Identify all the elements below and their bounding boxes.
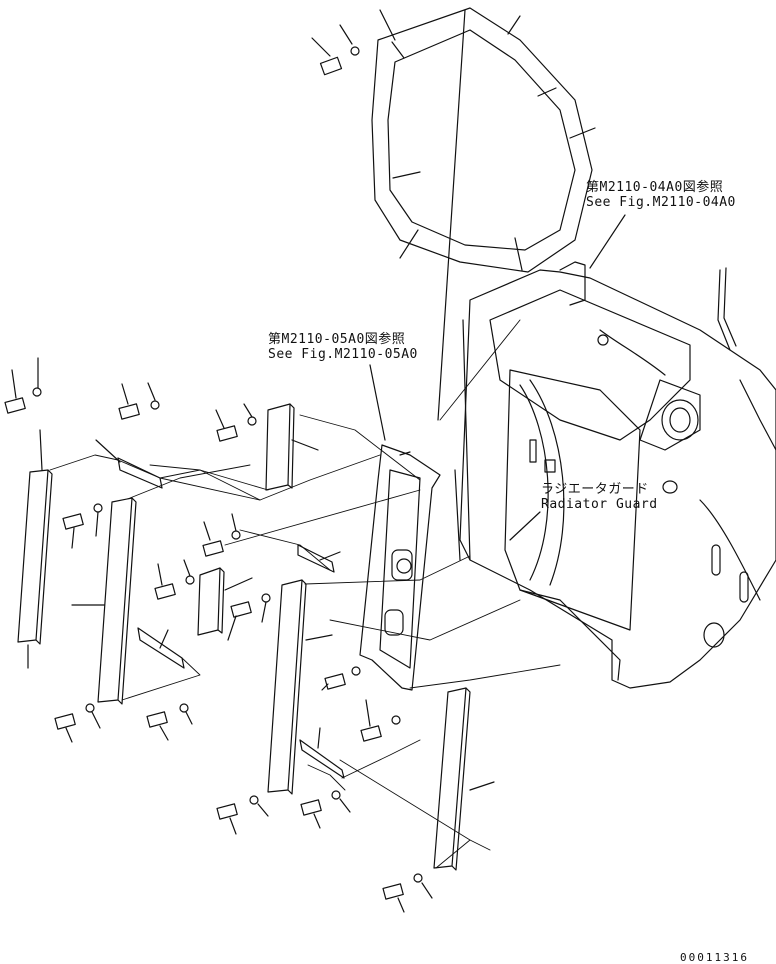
- guard-panel-2: [71, 497, 137, 705]
- fan-shroud-figure-ref: 第M2110-04A0図参照 See Fig.M2110-04A0: [586, 180, 736, 210]
- radiator-frame: [454, 261, 776, 689]
- ref-leader-1: [589, 214, 626, 269]
- bracket-clips: [95, 439, 345, 779]
- drawing-number: 00011316: [680, 951, 749, 964]
- ref-leader-2: [369, 364, 386, 441]
- fan-shroud-ring: [371, 7, 596, 421]
- fan-shroud-ref-jp: 第M2110-04A0図参照: [586, 180, 724, 195]
- assembly-lines: [49, 319, 561, 869]
- radiator-guard-en: Radiator Guard: [541, 497, 658, 512]
- side-frame-ref-jp: 第M2110-05A0図参照: [268, 332, 406, 347]
- center-side-bracket: [359, 444, 441, 691]
- bolt-top: [311, 24, 360, 76]
- small-plate-2: [197, 567, 253, 636]
- fan-shroud-ref-en: See Fig.M2110-04A0: [586, 195, 736, 210]
- guard-panel-3: [267, 579, 333, 795]
- radiator-guard-label: ラジエータガード Radiator Guard: [541, 482, 658, 512]
- small-plate-1: [265, 403, 319, 491]
- side-frame-ref-en: See Fig.M2110-05A0: [268, 347, 418, 362]
- guard-leader: [509, 511, 541, 541]
- side-frame-figure-ref: 第M2110-05A0図参照 See Fig.M2110-05A0: [268, 332, 418, 362]
- guard-panel-4: [433, 687, 495, 871]
- radiator-guard-jp: ラジエータガード: [541, 482, 649, 497]
- bolt-set: [4, 357, 433, 913]
- left-guard-panel: [17, 429, 53, 669]
